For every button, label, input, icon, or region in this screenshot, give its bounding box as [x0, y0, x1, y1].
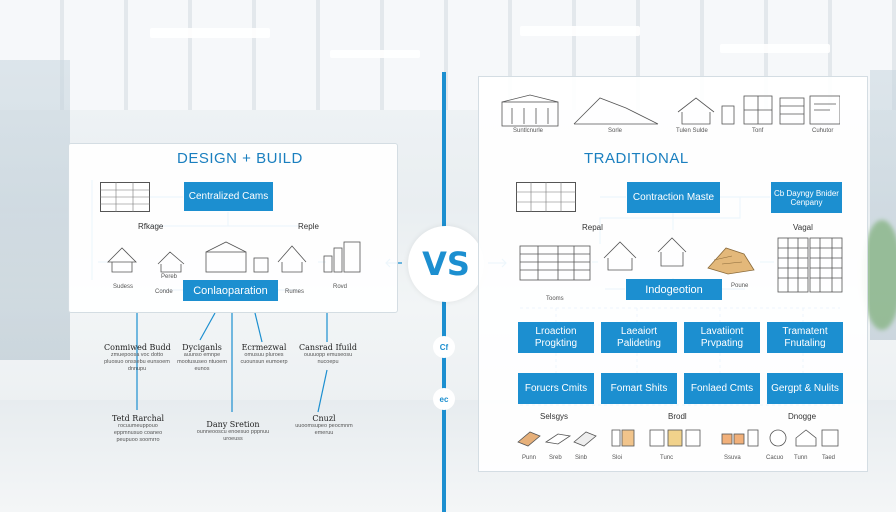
contraction-master-box: Contraction Maste: [627, 182, 720, 213]
centralized-cams-box: Centralized Cams: [184, 182, 273, 211]
row2-box-2: Fomart Shits: [601, 373, 677, 404]
bottom-tiny-1: Punn: [522, 455, 537, 461]
building-sketches: [107, 241, 361, 273]
tiny-poune: Poune: [731, 283, 749, 289]
tiny-tooms: Tooms: [546, 296, 564, 302]
top-building-sketches: [501, 94, 840, 127]
label-repal: Repal: [582, 223, 603, 232]
ceiling-light: [330, 50, 420, 58]
top-icon-label-1: Suntlcnurle: [513, 128, 544, 134]
section-label-1: Selsgys: [540, 412, 569, 421]
vs-text: VS: [422, 245, 470, 283]
tiny-pereb: Pereb: [161, 274, 178, 280]
integration-box: Indogeotion: [626, 279, 722, 300]
row1-box-2: Laeaiort Palideting: [601, 322, 677, 353]
bottom-tiny-9: Taed: [822, 455, 836, 461]
section-label-2: Brodl: [668, 412, 687, 421]
label-reple: Reple: [298, 222, 319, 231]
row2-box-4: Gergpt & Nulits: [767, 373, 843, 404]
top-icon-label-2: Sorle: [608, 128, 623, 134]
row1-box-3: Lavatiiont Prvpating: [684, 322, 760, 353]
row2-box-3: Fonlaed Cmts: [684, 373, 760, 404]
ceiling-light: [720, 44, 830, 53]
traditional-panel: [478, 76, 868, 472]
top-icon-label-4: Tonf: [752, 128, 764, 134]
bottom-tiny-2: Sreb: [549, 455, 562, 461]
row1-box-1: Lroaction Progkting: [518, 322, 594, 353]
row1-box-4: Tramatent Fnutaling: [767, 322, 843, 353]
mini-badge-1: Cf: [433, 336, 455, 358]
tiny-rumes: Rumes: [285, 289, 305, 295]
owner-company-box: Cb Dayngy Bnider Cenpany: [771, 182, 842, 213]
collaboration-box: Conlaoparation: [183, 280, 278, 301]
bottom-tiny-5: Tunc: [660, 455, 674, 461]
bottom-tiny-4: Sloi: [612, 455, 623, 461]
section-label-3: Dnogge: [788, 412, 817, 421]
vs-badge: VS: [408, 226, 484, 302]
ceiling-light: [150, 28, 270, 38]
design-build-title: DESIGN + BUILD: [177, 150, 303, 167]
bottom-tiny-3: Sinb: [575, 455, 588, 461]
ceiling-light: [520, 26, 640, 36]
window-left: [0, 60, 70, 360]
label-vagal: Vagal: [793, 223, 813, 232]
table-sketch: [516, 182, 576, 212]
tiny-sudess: Sudess: [113, 284, 134, 290]
bottom-tiny-7: Cacuo: [766, 455, 784, 461]
tiny-rovd: Rovd: [333, 284, 348, 290]
top-icon-label-3: Tulen Sulde: [676, 128, 708, 134]
traditional-title: TRADITIONAL: [584, 150, 689, 167]
tiny-conde: Conde: [155, 289, 173, 295]
top-icon-label-5: Cuhutor: [812, 128, 834, 134]
mini-badge-2: ec: [433, 388, 455, 410]
label-rfkage: Rfkage: [138, 222, 164, 231]
bottom-tiny-8: Tunn: [794, 455, 808, 461]
bottom-sketches: [517, 429, 839, 447]
bottom-tiny-6: Ssuva: [724, 455, 741, 461]
spreadsheet-sketch: [100, 182, 150, 212]
middle-building-sketches: [519, 237, 843, 293]
row2-box-1: Forucrs Cmits: [518, 373, 594, 404]
